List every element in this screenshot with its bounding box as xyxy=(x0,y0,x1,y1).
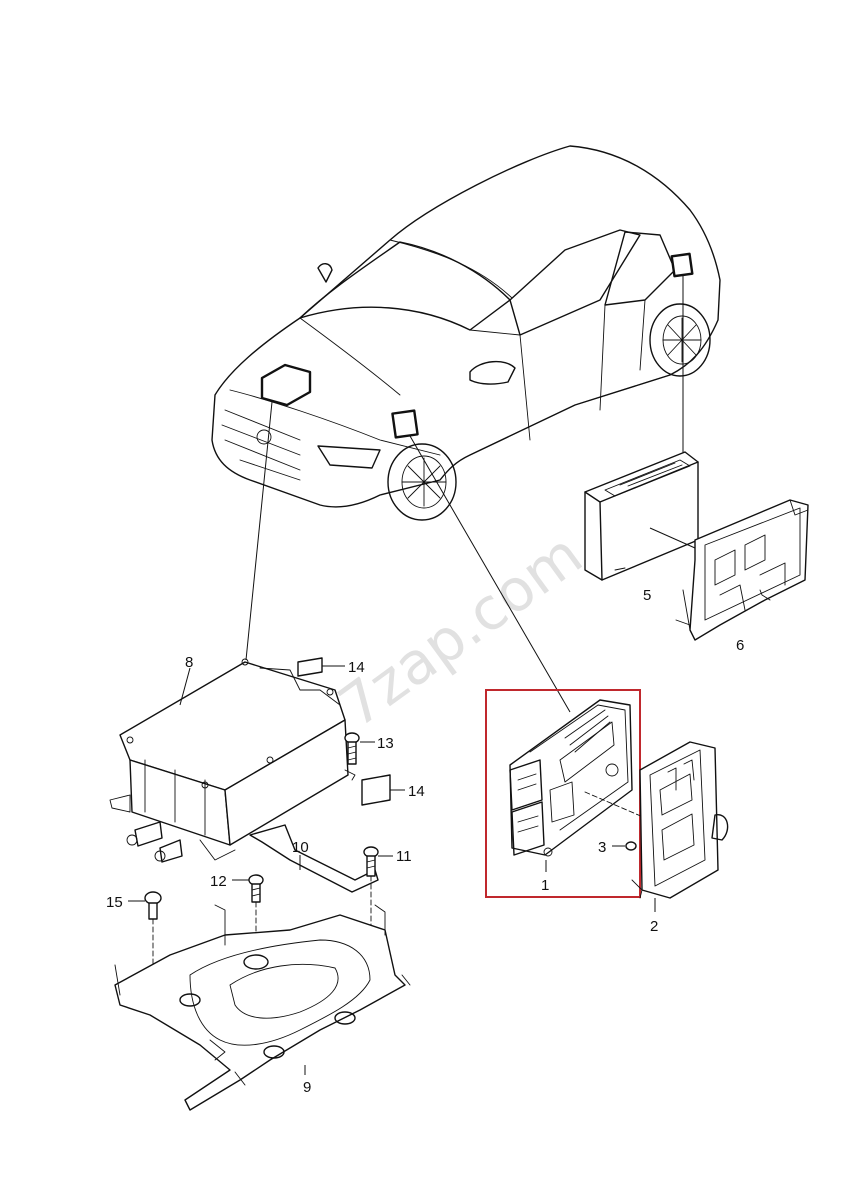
callout-13: 13 xyxy=(377,735,394,752)
bracket-part-10 xyxy=(249,824,379,893)
location-marker-icon xyxy=(391,409,419,439)
bolt-part-11 xyxy=(363,846,393,986)
bolt-part-13 xyxy=(344,732,375,765)
module-part-5 xyxy=(584,451,699,581)
callout-3: 3 xyxy=(598,839,606,856)
label-part-14-right xyxy=(361,774,391,806)
watermark: 7zap.com xyxy=(326,520,594,741)
engine-control-module-part-1 xyxy=(509,699,651,872)
bolt-part-12 xyxy=(232,874,264,966)
bolt-part-15 xyxy=(128,891,162,996)
screw-part-3 xyxy=(612,841,637,851)
label-part-14-top xyxy=(297,657,323,677)
callout-8: 8 xyxy=(185,654,193,671)
callout-15: 15 xyxy=(106,894,123,911)
callout-11: 11 xyxy=(396,848,412,865)
bracket-part-6 xyxy=(675,499,809,641)
callout-10: 10 xyxy=(292,839,309,856)
callout-5: 5 xyxy=(643,587,651,604)
base-plate-part-9 xyxy=(114,904,411,1111)
car-outline-icon xyxy=(211,145,721,521)
bracket-part-2 xyxy=(631,741,729,912)
callout-14-top: 14 xyxy=(348,659,365,676)
location-marker-icon xyxy=(670,252,694,278)
callout-6: 6 xyxy=(736,637,744,654)
location-marker-icon xyxy=(260,363,312,407)
callout-9: 9 xyxy=(303,1079,311,1096)
callout-1: 1 xyxy=(541,877,549,894)
callout-12: 12 xyxy=(210,873,227,890)
control-unit-part-8 xyxy=(109,658,356,863)
callout-14-right: 14 xyxy=(408,783,425,800)
callout-2: 2 xyxy=(650,918,658,935)
